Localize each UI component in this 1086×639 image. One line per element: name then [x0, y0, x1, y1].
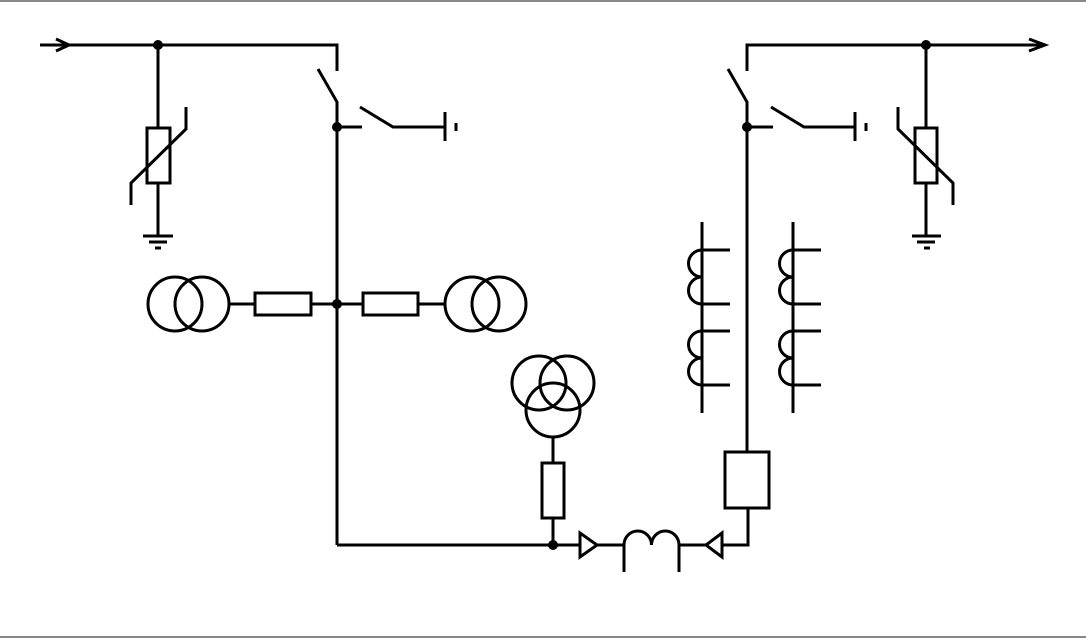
ground-icon: [143, 234, 173, 250]
ground-icon: [853, 112, 868, 141]
incoming-arrow-icon: [55, 37, 73, 53]
coil-icon: [778, 248, 794, 387]
earthing-switch-right: [747, 105, 868, 141]
incoming-feeder-left: [40, 37, 528, 545]
fuse: [540, 461, 566, 520]
voltage-transformers-left: [146, 275, 528, 333]
ground-icon: [912, 234, 941, 250]
incoming-bus-line: [40, 43, 339, 71]
current-transformers-right: [687, 222, 821, 413]
equipment-box: [723, 450, 771, 510]
coil-icon: [687, 248, 703, 387]
cable-termination-icon: [703, 530, 724, 560]
reactor-coil-icon: [622, 529, 681, 572]
surge-arrester-left: [129, 45, 188, 250]
cable-termination-icon: [578, 530, 600, 560]
outgoing-bus-line: [745, 43, 1045, 71]
three-winding-transformer: [510, 354, 596, 550]
fuse: [361, 291, 420, 317]
surge-arrester-right: [896, 45, 955, 250]
ground-icon: [443, 112, 458, 141]
outgoing-arrow-icon: [1028, 37, 1050, 53]
fuse: [253, 291, 313, 317]
bottom-connection: [337, 450, 771, 572]
earthing-switch-left: [337, 105, 458, 141]
outgoing-feeder-right: [687, 37, 1050, 452]
